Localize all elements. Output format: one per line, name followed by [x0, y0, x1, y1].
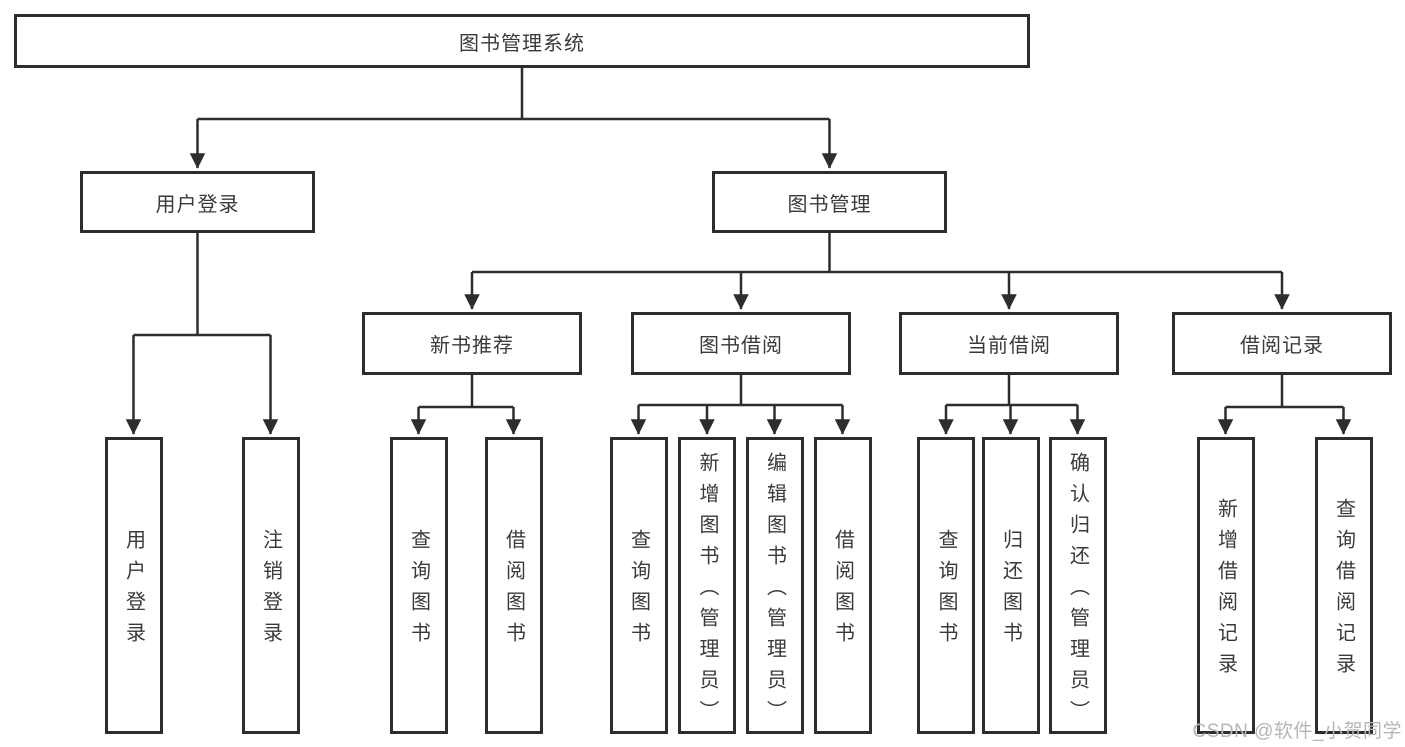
leaf-confirm-return-admin: 确认归还（管理员）	[1048, 437, 1107, 734]
watermark: CSDN @软件_小贺同学	[1192, 721, 1402, 742]
node-new-book-recommend: 新书推荐	[362, 312, 582, 375]
node-user-login: 用户登录	[80, 171, 315, 233]
node-root: 图书管理系统	[14, 14, 1030, 68]
leaf-edit-book-admin: 编辑图书（管理员）	[745, 437, 804, 734]
leaf-borrow-books-borrow: 借阅图书	[813, 437, 872, 734]
node-book-management: 图书管理	[712, 171, 947, 233]
leaf-query-books-borrow: 查询图书	[609, 437, 668, 734]
node-current-borrow: 当前借阅	[899, 312, 1119, 375]
leaf-return-books: 归还图书	[981, 437, 1040, 734]
leaf-logout: 注销登录	[241, 437, 300, 734]
leaf-user-login: 用户登录	[104, 437, 163, 734]
leaf-add-borrow-record: 新增借阅记录	[1196, 437, 1255, 734]
node-book-borrow: 图书借阅	[631, 312, 851, 375]
leaf-query-borrow-record: 查询借阅记录	[1314, 437, 1373, 734]
leaf-query-books-current: 查询图书	[917, 437, 975, 734]
leaf-query-books-newbook: 查询图书	[389, 437, 448, 734]
leaf-add-book-admin: 新增图书（管理员）	[678, 437, 736, 734]
leaf-borrow-books-newbook: 借阅图书	[484, 437, 543, 734]
node-borrow-records: 借阅记录	[1172, 312, 1392, 375]
